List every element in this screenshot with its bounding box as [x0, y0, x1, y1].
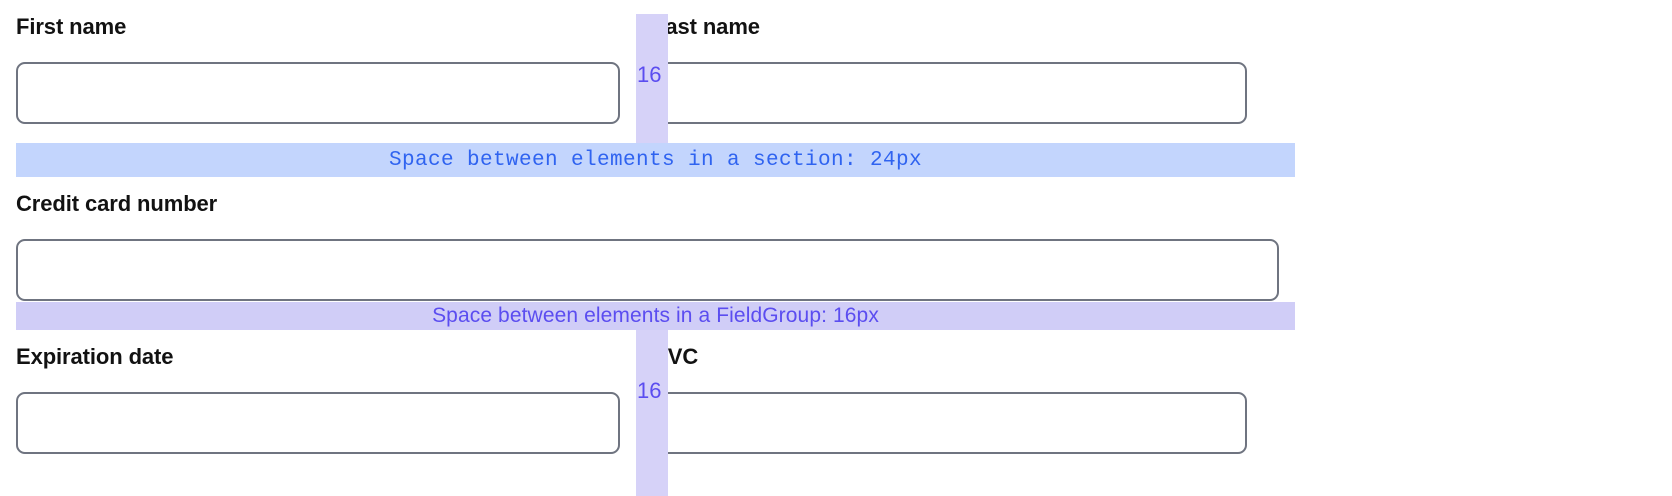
input-expiration-date[interactable] — [16, 392, 620, 454]
input-last-name[interactable] — [652, 62, 1247, 124]
field-credit-card-number: Credit card number — [0, 177, 1295, 302]
field-first-name: First name — [0, 0, 636, 143]
expiry-row: Expiration date CVC — [0, 330, 1295, 496]
label-cvc: CVC — [652, 344, 699, 369]
gutter-size-label: 16 — [637, 378, 662, 403]
annotation-fieldgroup-spacing-text: Space between elements in a FieldGroup: … — [432, 304, 879, 327]
label-last-name: Last name — [652, 14, 760, 39]
annotation-section-spacing: Space between elements in a section: 24p… — [16, 143, 1295, 177]
gutter-indicator-expiry-row: 16 — [636, 330, 668, 496]
form-content: First name Last name 16 Space between el… — [0, 0, 1295, 496]
input-first-name[interactable] — [16, 62, 620, 124]
card-row: Credit card number — [0, 177, 1295, 302]
annotation-fieldgroup-spacing: Space between elements in a FieldGroup: … — [16, 302, 1295, 330]
input-credit-card-number[interactable] — [16, 239, 1279, 301]
field-cvc: CVC — [636, 330, 1263, 496]
name-row: First name Last name — [0, 0, 1295, 143]
input-cvc[interactable] — [652, 392, 1247, 454]
label-first-name: First name — [16, 14, 127, 39]
label-expiration-date: Expiration date — [16, 344, 174, 369]
field-expiration-date: Expiration date — [0, 330, 636, 496]
field-last-name: Last name — [636, 0, 1263, 143]
gutter-indicator-name-row: 16 — [636, 14, 668, 143]
label-credit-card-number: Credit card number — [16, 191, 218, 216]
gutter-size-label: 16 — [637, 62, 662, 87]
annotation-section-spacing-text: Space between elements in a section: 24p… — [388, 148, 923, 172]
